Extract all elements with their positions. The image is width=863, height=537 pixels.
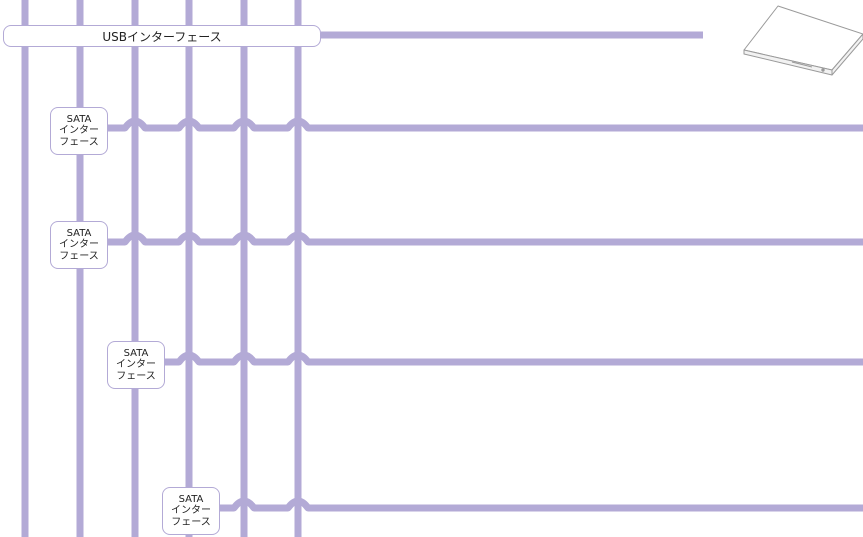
sata-label-line-2: インター — [59, 239, 99, 251]
sata-label-line-3: フェース — [59, 137, 99, 149]
sata-label-line-1: SATA — [179, 494, 204, 506]
sata-interface-label-1: SATA インター フェース — [50, 107, 108, 155]
sata-label-line-2: インター — [59, 125, 99, 137]
usb-interface-label: USBインターフェース — [3, 25, 321, 47]
sata-label-line-3: フェース — [171, 517, 211, 529]
sata-label-line-2: インター — [171, 505, 211, 517]
sata-label-line-3: フェース — [59, 251, 99, 263]
sata-label-line-2: インター — [116, 359, 156, 371]
usb-interface-label-text: USBインターフェース — [102, 28, 221, 45]
sata-label-line-3: フェース — [116, 371, 156, 383]
sata-line-2 — [108, 235, 863, 242]
sata-interface-label-2: SATA インター フェース — [50, 221, 108, 269]
sata-label-line-1: SATA — [67, 228, 92, 240]
sata-interface-label-4: SATA インター フェース — [162, 487, 220, 535]
sata-line-1 — [108, 121, 863, 128]
sata-line-3 — [165, 355, 863, 362]
optical-drive-icon — [744, 6, 863, 75]
sata-label-line-1: SATA — [124, 348, 149, 360]
sata-label-line-1: SATA — [67, 114, 92, 126]
sata-line-4 — [220, 501, 863, 508]
sata-interface-label-3: SATA インター フェース — [107, 341, 165, 389]
